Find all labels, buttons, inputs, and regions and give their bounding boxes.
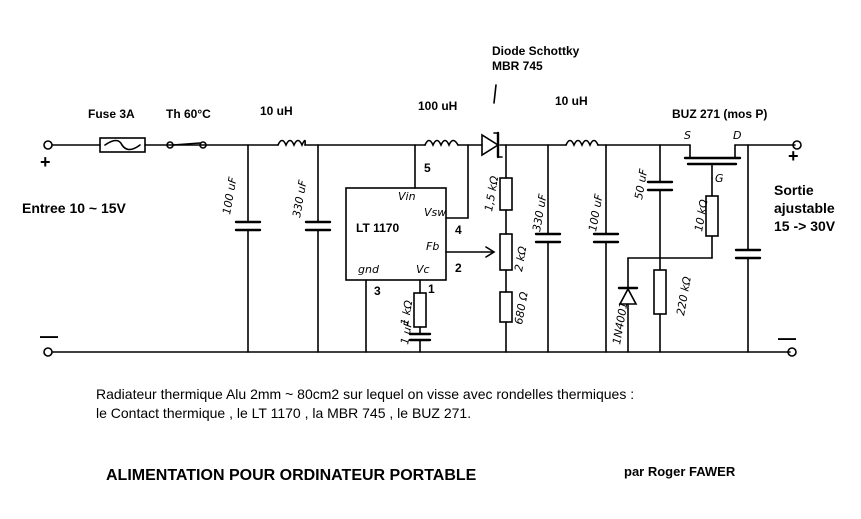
ic-gnd-label: gnd: [358, 263, 380, 276]
wiper-arrow: [485, 246, 496, 258]
inductor-1-label: 10 uH: [260, 104, 293, 118]
fuse-symbol: [99, 137, 146, 153]
output-label-line2: ajustable: [774, 200, 835, 216]
resistor-r5: [705, 177, 719, 259]
pin-3-label: 3: [374, 284, 381, 298]
diode-title-label: Diode Schottky: [492, 44, 580, 58]
r4-label: 1 kΩ: [398, 299, 415, 327]
diode-model-label: MBR 745: [492, 59, 543, 73]
capacitor-c1: [234, 144, 262, 353]
ic-fb-label: Fb: [426, 240, 439, 253]
c1-label: 100 uF: [220, 175, 239, 215]
input-minus-sign: —: [40, 326, 58, 346]
ic-name-label: LT 1170: [356, 221, 399, 235]
r3-label: 680 Ω: [512, 290, 531, 325]
schematic-title: ALIMENTATION POUR ORDINATEUR PORTABLE: [106, 467, 477, 484]
capacitor-c4: [592, 144, 620, 353]
pin-4-label: 4: [455, 223, 462, 237]
note-line-2: le Contact thermique , le LT 1170 , la M…: [96, 405, 472, 421]
capacitor-c5: [646, 144, 674, 271]
ic-vsw-label: Vsw: [424, 206, 446, 219]
gate-label: G: [715, 172, 724, 185]
pin-1-label: 1: [428, 282, 435, 296]
pin-5-label: 5: [424, 161, 431, 175]
capacitor-c3: [534, 144, 562, 353]
drain-label: D: [733, 129, 741, 142]
mosfet-buz271: [683, 144, 742, 179]
c4-label: 100 uF: [586, 192, 605, 232]
lt1170-chip: [345, 187, 447, 281]
inductor-2-label: 100 uH: [418, 99, 457, 113]
output-label-line3: 15 -> 30V: [774, 218, 836, 234]
mosfet-label: BUZ 271 (mos P): [672, 107, 767, 121]
output-minus-sign: —: [778, 328, 796, 348]
c2-label: 330 uF: [290, 178, 309, 218]
inductor-3-label: 10 uH: [555, 94, 588, 108]
capacitor-output: [734, 144, 762, 353]
capacitor-c2: [304, 144, 332, 353]
output-plus-terminal: [792, 140, 802, 150]
feedback-divider: [499, 144, 513, 353]
schottky-diode-symbol: [481, 84, 503, 159]
output-minus-terminal: [787, 347, 797, 357]
inductor-3-symbol: [565, 139, 599, 147]
r6-label: 220 kΩ: [674, 275, 694, 317]
ic-vc-label: Vc: [416, 263, 430, 276]
output-plus-sign: +: [788, 146, 799, 166]
diode-1n4001: [617, 257, 639, 353]
thermal-switch-symbol: [166, 141, 207, 149]
inductor-1-symbol: [277, 139, 306, 147]
r1-label: 1,5 kΩ: [482, 174, 501, 212]
ic-vin-label: Vin: [398, 190, 416, 203]
inductor-2-symbol: [424, 139, 459, 147]
resistor-r6: [653, 269, 667, 353]
source-label: S: [684, 129, 691, 142]
c3-label: 330 uF: [530, 192, 549, 232]
fuse-label: Fuse 3A: [88, 107, 135, 121]
input-minus-terminal: [43, 347, 53, 357]
c6-label: 1 uF: [398, 319, 415, 345]
input-plus-terminal: [43, 140, 53, 150]
input-voltage-label: Entree 10 ~ 15V: [22, 200, 126, 216]
r5-label: 10 kΩ: [692, 198, 711, 233]
note-line-1: Radiateur thermique Alu 2mm ~ 80cm2 sur …: [96, 386, 635, 402]
thermal-label: Th 60°C: [166, 107, 211, 121]
vc-network: [408, 279, 432, 353]
pin-2-label: 2: [455, 261, 462, 275]
c5-label: 50 uF: [632, 167, 650, 200]
vsw-wire: [445, 144, 469, 219]
author-credit: par Roger FAWER: [624, 464, 736, 479]
output-label-line1: Sortie: [774, 182, 814, 198]
input-plus-sign: +: [40, 152, 51, 172]
r2-label: 2 kΩ: [512, 245, 529, 273]
